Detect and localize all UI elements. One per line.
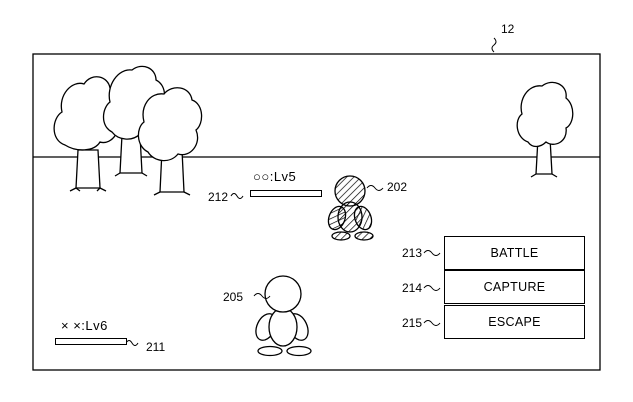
ref-label-player: 205 [223,290,244,304]
ref-label-battle: 213 [402,246,423,260]
ref-label-screen: 12 [501,22,515,36]
ref-label-capture: 214 [402,281,423,295]
tree-icon [516,81,574,178]
ref-label-enemy-hp: 212 [208,190,229,204]
ref-label-player-hp: 211 [146,340,166,354]
player-character [255,275,312,357]
escape-button[interactable]: ESCAPE [444,305,585,339]
screen-ref-leader [491,37,497,53]
battle-button[interactable]: BATTLE [444,236,585,270]
screen-frame [32,53,601,371]
tree-icon [137,87,203,196]
enemy-status-text: ○○:Lv5 [253,169,297,184]
capture-button[interactable]: CAPTURE [444,270,585,304]
player-status-text: × ×:Lv6 [61,318,108,333]
ref-label-enemy: 202 [387,180,408,194]
enemy-character [327,175,374,241]
player-hp-bar [55,338,127,345]
ref-label-escape: 215 [402,316,423,330]
reference-leaders [125,185,441,346]
enemy-hp-bar [250,190,322,197]
